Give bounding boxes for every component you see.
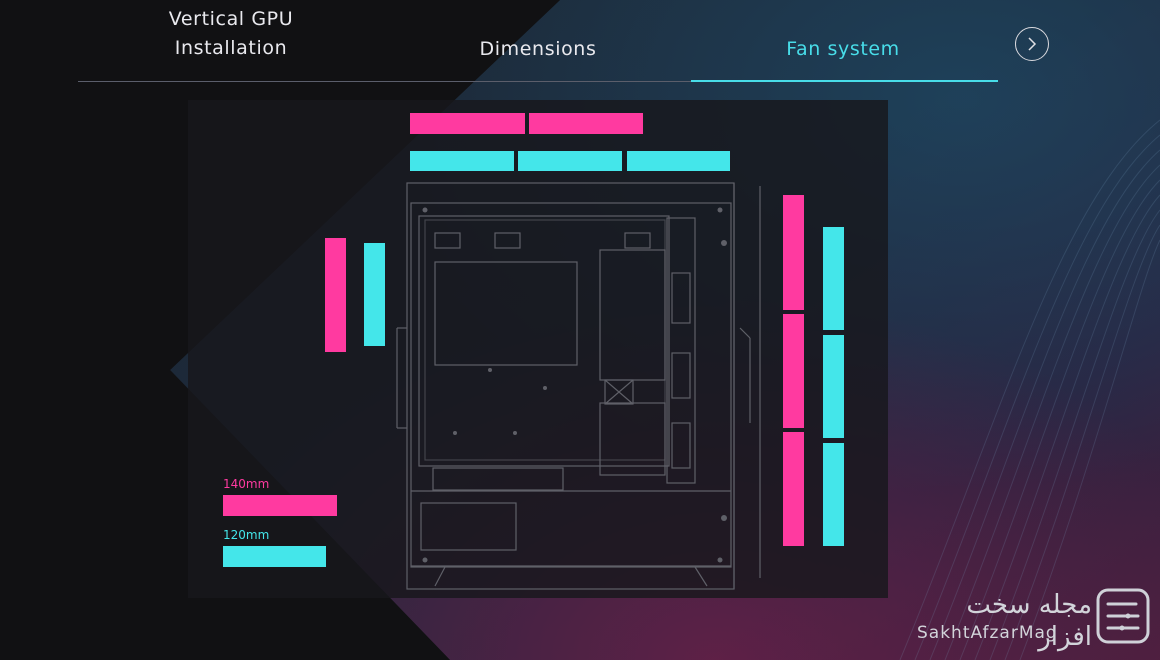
tab-label-line1: Vertical GPU [168,8,294,30]
legend-140mm-label: 140mm [223,477,270,491]
top-fan-140mm-2 [529,113,643,134]
top-fan-120mm-1 [410,151,514,171]
front-fan-140mm-1 [783,195,804,310]
front-fan-120mm-1 [823,227,844,330]
top-fan-120mm-2 [518,151,622,171]
active-tab-indicator [691,80,998,82]
rear-fan-120mm [364,243,385,346]
rear-fan-140mm [325,238,346,352]
tab-dimensions[interactable]: Dimensions [433,35,643,64]
front-fan-120mm-2 [823,335,844,438]
brand-logo-icon [1096,588,1150,644]
watermark-latin: SakhtAfzarMag [917,623,1058,643]
legend-140mm-swatch [223,495,337,516]
top-fan-120mm-3 [627,151,730,171]
feature-tabs: Vertical GPU Installation Dimensions Fan… [78,0,998,82]
tab-fan-system[interactable]: Fan system [740,35,946,64]
front-fan-140mm-2 [783,314,804,428]
tab-label: Fan system [786,38,900,60]
tab-label: Dimensions [479,38,597,60]
next-tab-button[interactable] [1015,27,1049,61]
top-fan-140mm-1 [410,113,525,134]
watermark-persian: مجله سخت افزار [966,590,1092,652]
chevron-right-icon [1028,37,1037,51]
legend-120mm-swatch [223,546,326,567]
case-side-diagram [396,182,761,590]
legend-120mm-label: 120mm [223,528,270,542]
tab-label-line2: Installation [174,37,288,59]
tab-vertical-gpu-installation[interactable]: Vertical GPU Installation [138,5,324,63]
front-fan-140mm-3 [783,432,804,546]
tabs-divider [78,81,998,82]
front-fan-120mm-3 [823,443,844,546]
